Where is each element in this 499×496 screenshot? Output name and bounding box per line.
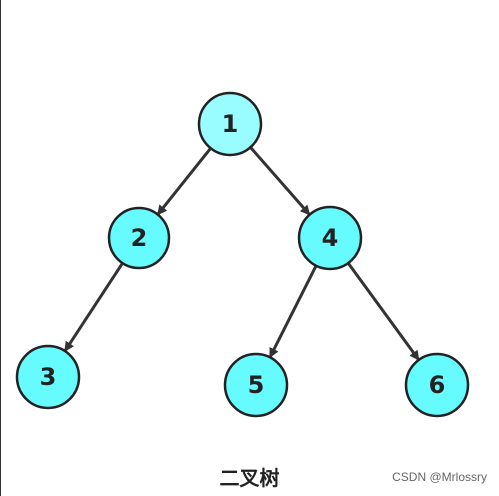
tree-node-6: 6 bbox=[404, 352, 470, 418]
node-circle-4 bbox=[297, 205, 363, 271]
tree-node-3: 3 bbox=[15, 344, 81, 410]
diagram-caption: 二叉树 bbox=[219, 466, 280, 490]
edge-2-to-3 bbox=[64, 262, 124, 352]
node-circle-6 bbox=[404, 352, 470, 418]
tree-node-2: 2 bbox=[107, 206, 171, 270]
edges bbox=[64, 146, 420, 361]
nodes: 1 2 4 3 5 6 bbox=[15, 91, 470, 418]
tree-node-1: 1 bbox=[197, 91, 263, 157]
tree-node-5: 5 bbox=[223, 352, 289, 418]
tree-node-4: 4 bbox=[297, 205, 363, 271]
watermark: CSDN @Mrlossry bbox=[392, 470, 487, 484]
node-label-1: 1 bbox=[222, 110, 239, 138]
left-border bbox=[0, 0, 1, 496]
edge-4-to-5 bbox=[269, 265, 318, 359]
node-circle-2 bbox=[107, 206, 171, 270]
node-circle-1 bbox=[197, 91, 263, 157]
edge-1-to-4 bbox=[249, 146, 311, 216]
node-label-6: 6 bbox=[429, 371, 446, 399]
edge-1-to-2 bbox=[157, 147, 212, 216]
node-label-4: 4 bbox=[322, 224, 339, 252]
node-circle-3 bbox=[15, 344, 81, 410]
node-circle-5 bbox=[223, 352, 289, 418]
node-label-5: 5 bbox=[248, 371, 265, 399]
edge-4-to-6 bbox=[346, 262, 420, 361]
node-label-3: 3 bbox=[40, 363, 57, 391]
node-label-2: 2 bbox=[131, 224, 148, 252]
